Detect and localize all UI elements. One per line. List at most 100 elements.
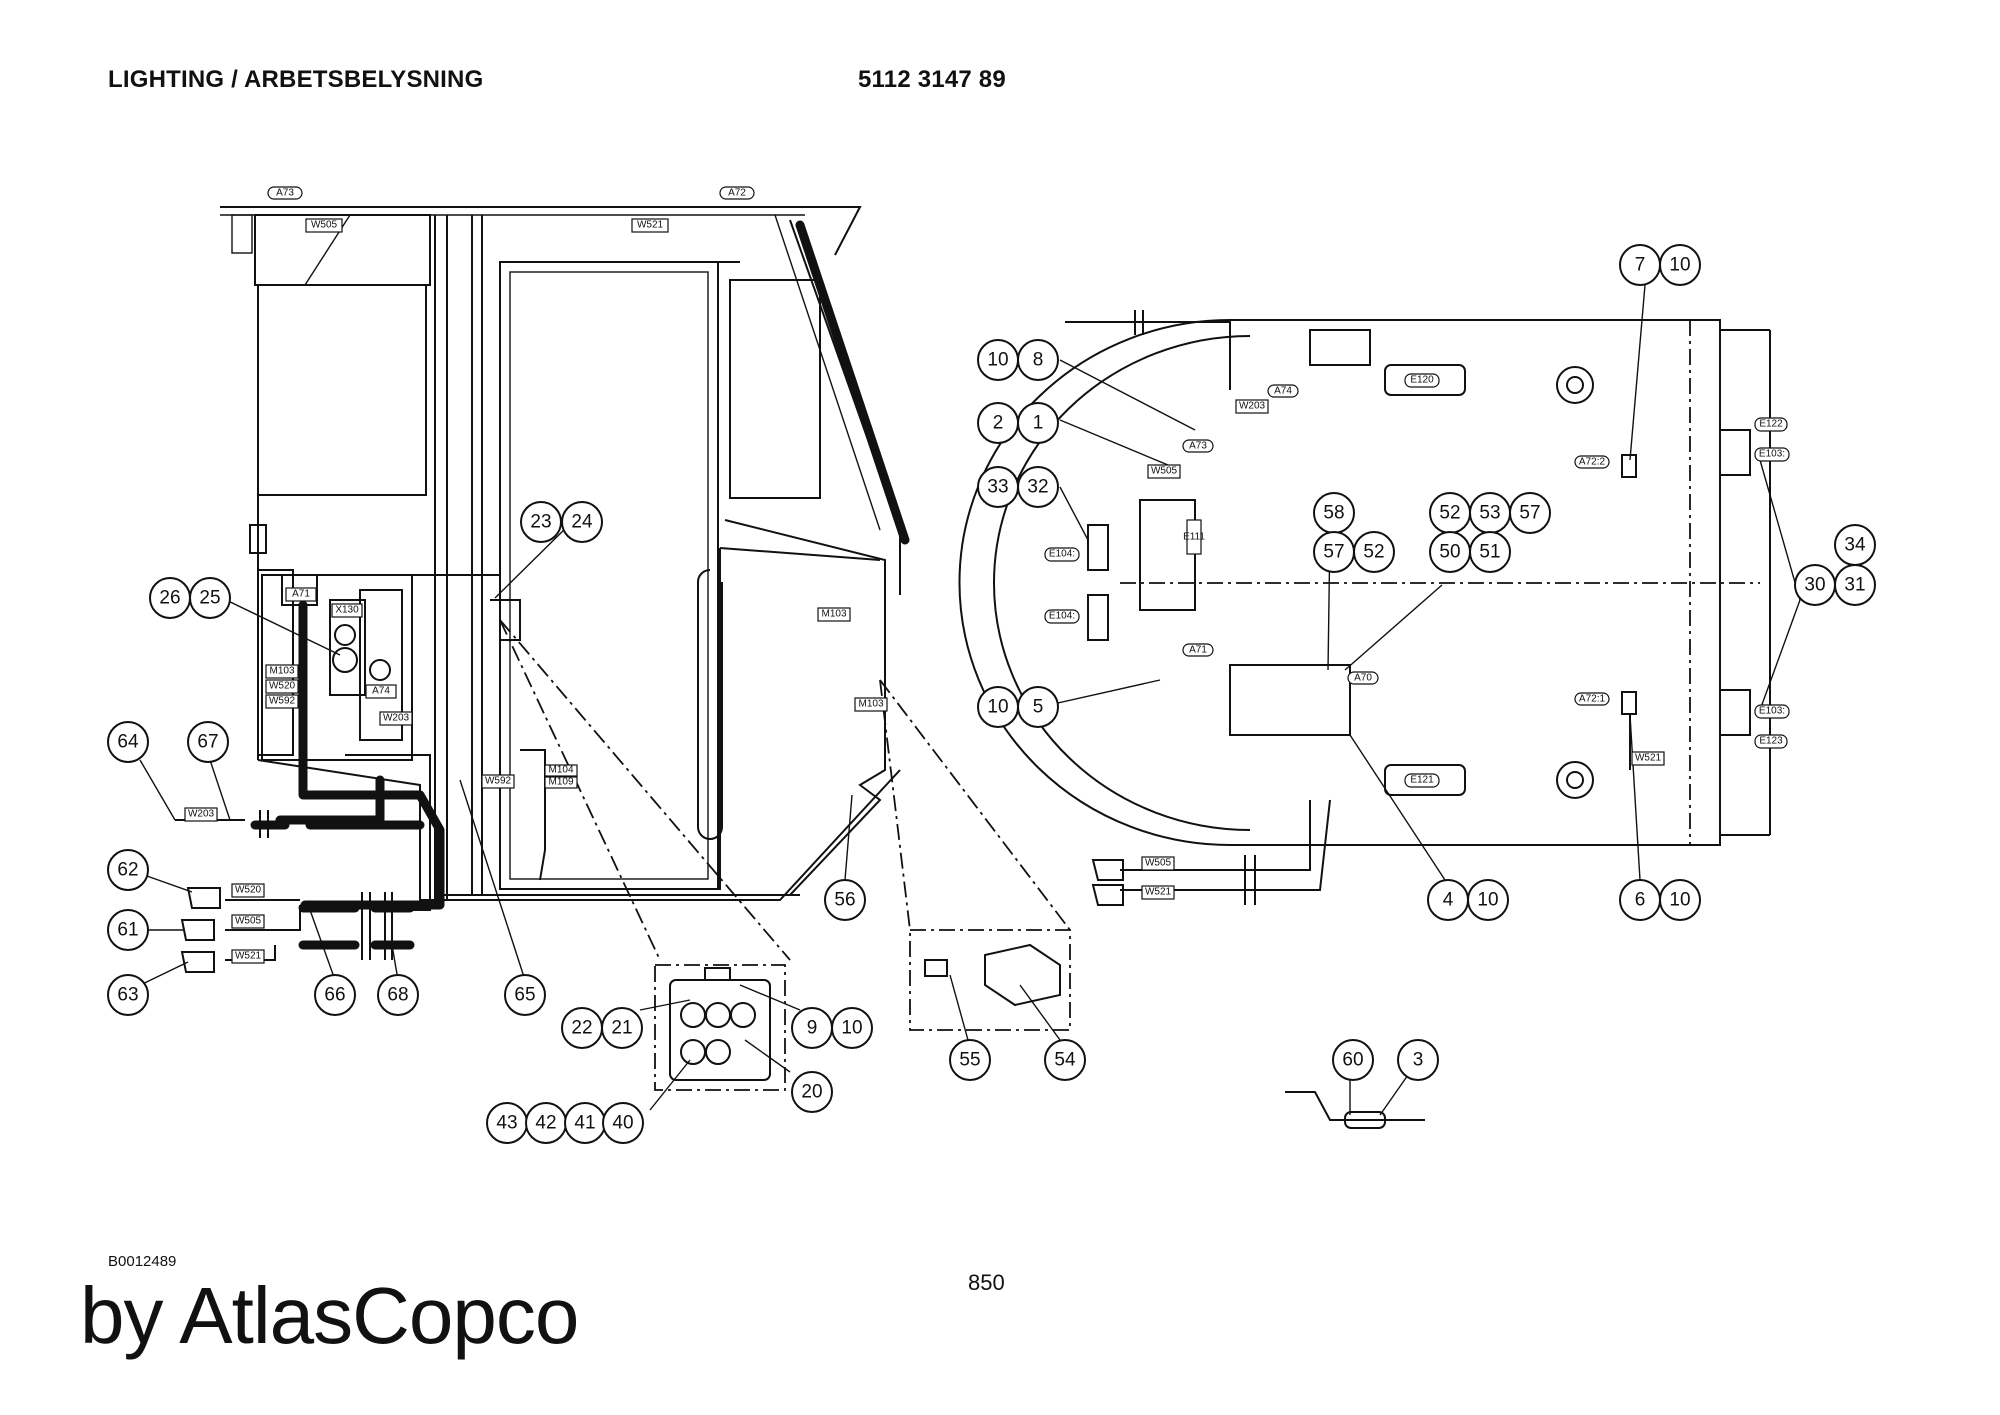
tag-w203-roof: W203: [1235, 399, 1269, 414]
callout-3: 3: [1397, 1039, 1439, 1081]
callout-9-label: 9: [807, 1018, 818, 1039]
callout-4: 4: [1427, 879, 1469, 921]
callout-10-a: 10: [831, 1007, 873, 1049]
tag-m103-front-label: M103: [821, 609, 846, 620]
tag-a71-roof: A71: [1182, 643, 1214, 657]
tag-w505-right: W505: [1141, 856, 1175, 871]
callout-57-b: 57: [1313, 531, 1355, 573]
tag-a74-roof-label: A74: [1274, 386, 1292, 397]
tag-a72-1: A72:1: [1574, 692, 1610, 706]
callout-2: 2: [977, 402, 1019, 444]
tag-a73-left: A73: [267, 186, 303, 200]
callout-64-label: 64: [117, 732, 139, 753]
tag-w505-lamp: W505: [231, 914, 265, 929]
callout-42: 42: [525, 1102, 567, 1144]
tag-m109: M109: [544, 776, 578, 789]
tag-w203-panel: W203: [379, 711, 413, 726]
callout-57-b-label: 57: [1323, 542, 1344, 563]
tag-e103-lower-label: E103:: [1759, 706, 1785, 717]
tag-a71-panel-label: A71: [292, 589, 310, 600]
callout-68-label: 68: [387, 985, 408, 1006]
tag-m103-panel: M103: [265, 664, 299, 679]
tag-e122: E122: [1754, 417, 1788, 432]
callout-63: 63: [107, 974, 149, 1016]
document-id: B0012489: [108, 1253, 177, 1270]
tag-m103-lower: M103: [854, 697, 888, 712]
tag-e122-label: E122: [1759, 419, 1783, 430]
callout-66-label: 66: [324, 985, 345, 1006]
callout-21-label: 21: [611, 1018, 632, 1039]
tag-e123: E123: [1754, 734, 1788, 749]
callout-20: 20: [791, 1071, 833, 1113]
callout-52-b: 52: [1353, 531, 1395, 573]
callout-10-f: 10: [1659, 879, 1701, 921]
callout-41-label: 41: [574, 1113, 595, 1134]
callout-23-label: 23: [530, 512, 551, 533]
callout-50: 50: [1429, 531, 1471, 573]
tag-w203-panel-label: W203: [383, 713, 410, 724]
callout-5-label: 5: [1033, 697, 1044, 718]
callout-33: 33: [977, 466, 1019, 508]
tag-m104-label: M104: [548, 765, 573, 776]
tag-m103-panel-label: M103: [269, 666, 294, 677]
callout-8-label: 8: [1033, 350, 1044, 371]
tag-a74-roof: A74: [1267, 384, 1299, 398]
page-title: LIGHTING / ARBETSBELYSNING: [108, 66, 484, 93]
callout-5: 5: [1017, 686, 1059, 728]
tag-m103-lower-label: M103: [858, 699, 883, 710]
callout-21: 21: [601, 1007, 643, 1049]
callout-62-label: 62: [117, 860, 138, 881]
tag-x130-label: X130: [335, 605, 359, 616]
callout-67-label: 67: [197, 732, 218, 753]
tag-w203-harness-label: W203: [188, 809, 215, 820]
tag-m104: M104: [544, 764, 578, 777]
callout-10-b-label: 10: [1669, 255, 1690, 276]
tag-w592-floor: W592: [481, 774, 515, 789]
callout-25-label: 25: [199, 588, 220, 609]
tag-e111-label: E111: [1183, 532, 1205, 543]
callout-42-label: 42: [535, 1113, 556, 1134]
callout-63-label: 63: [117, 985, 138, 1006]
tag-m109-label: M109: [548, 777, 573, 788]
callout-56-label: 56: [834, 890, 855, 911]
tag-m103-front: M103: [817, 607, 851, 622]
callout-23: 23: [520, 501, 562, 543]
callout-52-a: 52: [1429, 492, 1471, 534]
callout-61-label: 61: [117, 920, 138, 941]
callout-54-label: 54: [1054, 1050, 1076, 1071]
tag-x130: X130: [331, 603, 363, 618]
callout-66: 66: [314, 974, 356, 1016]
callout-10-b: 10: [1659, 244, 1701, 286]
tag-a70: A70: [1347, 671, 1379, 685]
tag-w520-lamp: W520: [231, 883, 265, 898]
callout-65: 65: [504, 974, 546, 1016]
callout-32: 32: [1017, 466, 1059, 508]
callout-67: 67: [187, 721, 229, 763]
callout-57-a: 57: [1509, 492, 1551, 534]
callout-1-label: 1: [1033, 413, 1044, 434]
callout-55-label: 55: [959, 1050, 980, 1071]
callout-10-f-label: 10: [1669, 890, 1690, 911]
tag-w505-roof: W505: [305, 218, 343, 233]
tag-w592-panel: W592: [265, 694, 299, 709]
callout-61: 61: [107, 909, 149, 951]
callout-10-d: 10: [977, 686, 1019, 728]
callout-22-label: 22: [571, 1018, 592, 1039]
callout-32-label: 32: [1027, 477, 1048, 498]
tag-e123-label: E123: [1759, 736, 1783, 747]
callout-62: 62: [107, 849, 149, 891]
tag-e111: E111: [1183, 519, 1205, 555]
tag-a72-1-label: A72:1: [1579, 694, 1606, 705]
tag-w505-lamp-label: W505: [235, 916, 262, 927]
callout-65-label: 65: [514, 985, 535, 1006]
callout-51-label: 51: [1479, 542, 1500, 563]
callout-7: 7: [1619, 244, 1661, 286]
callout-30: 30: [1794, 564, 1836, 606]
tag-w521-roof2-label: W521: [1635, 753, 1662, 764]
tag-a72-2-label: A72:2: [1579, 457, 1606, 468]
callout-10-c: 10: [977, 339, 1019, 381]
callout-56: 56: [824, 879, 866, 921]
callout-7-label: 7: [1635, 255, 1646, 276]
tag-e121: E121: [1404, 773, 1440, 788]
